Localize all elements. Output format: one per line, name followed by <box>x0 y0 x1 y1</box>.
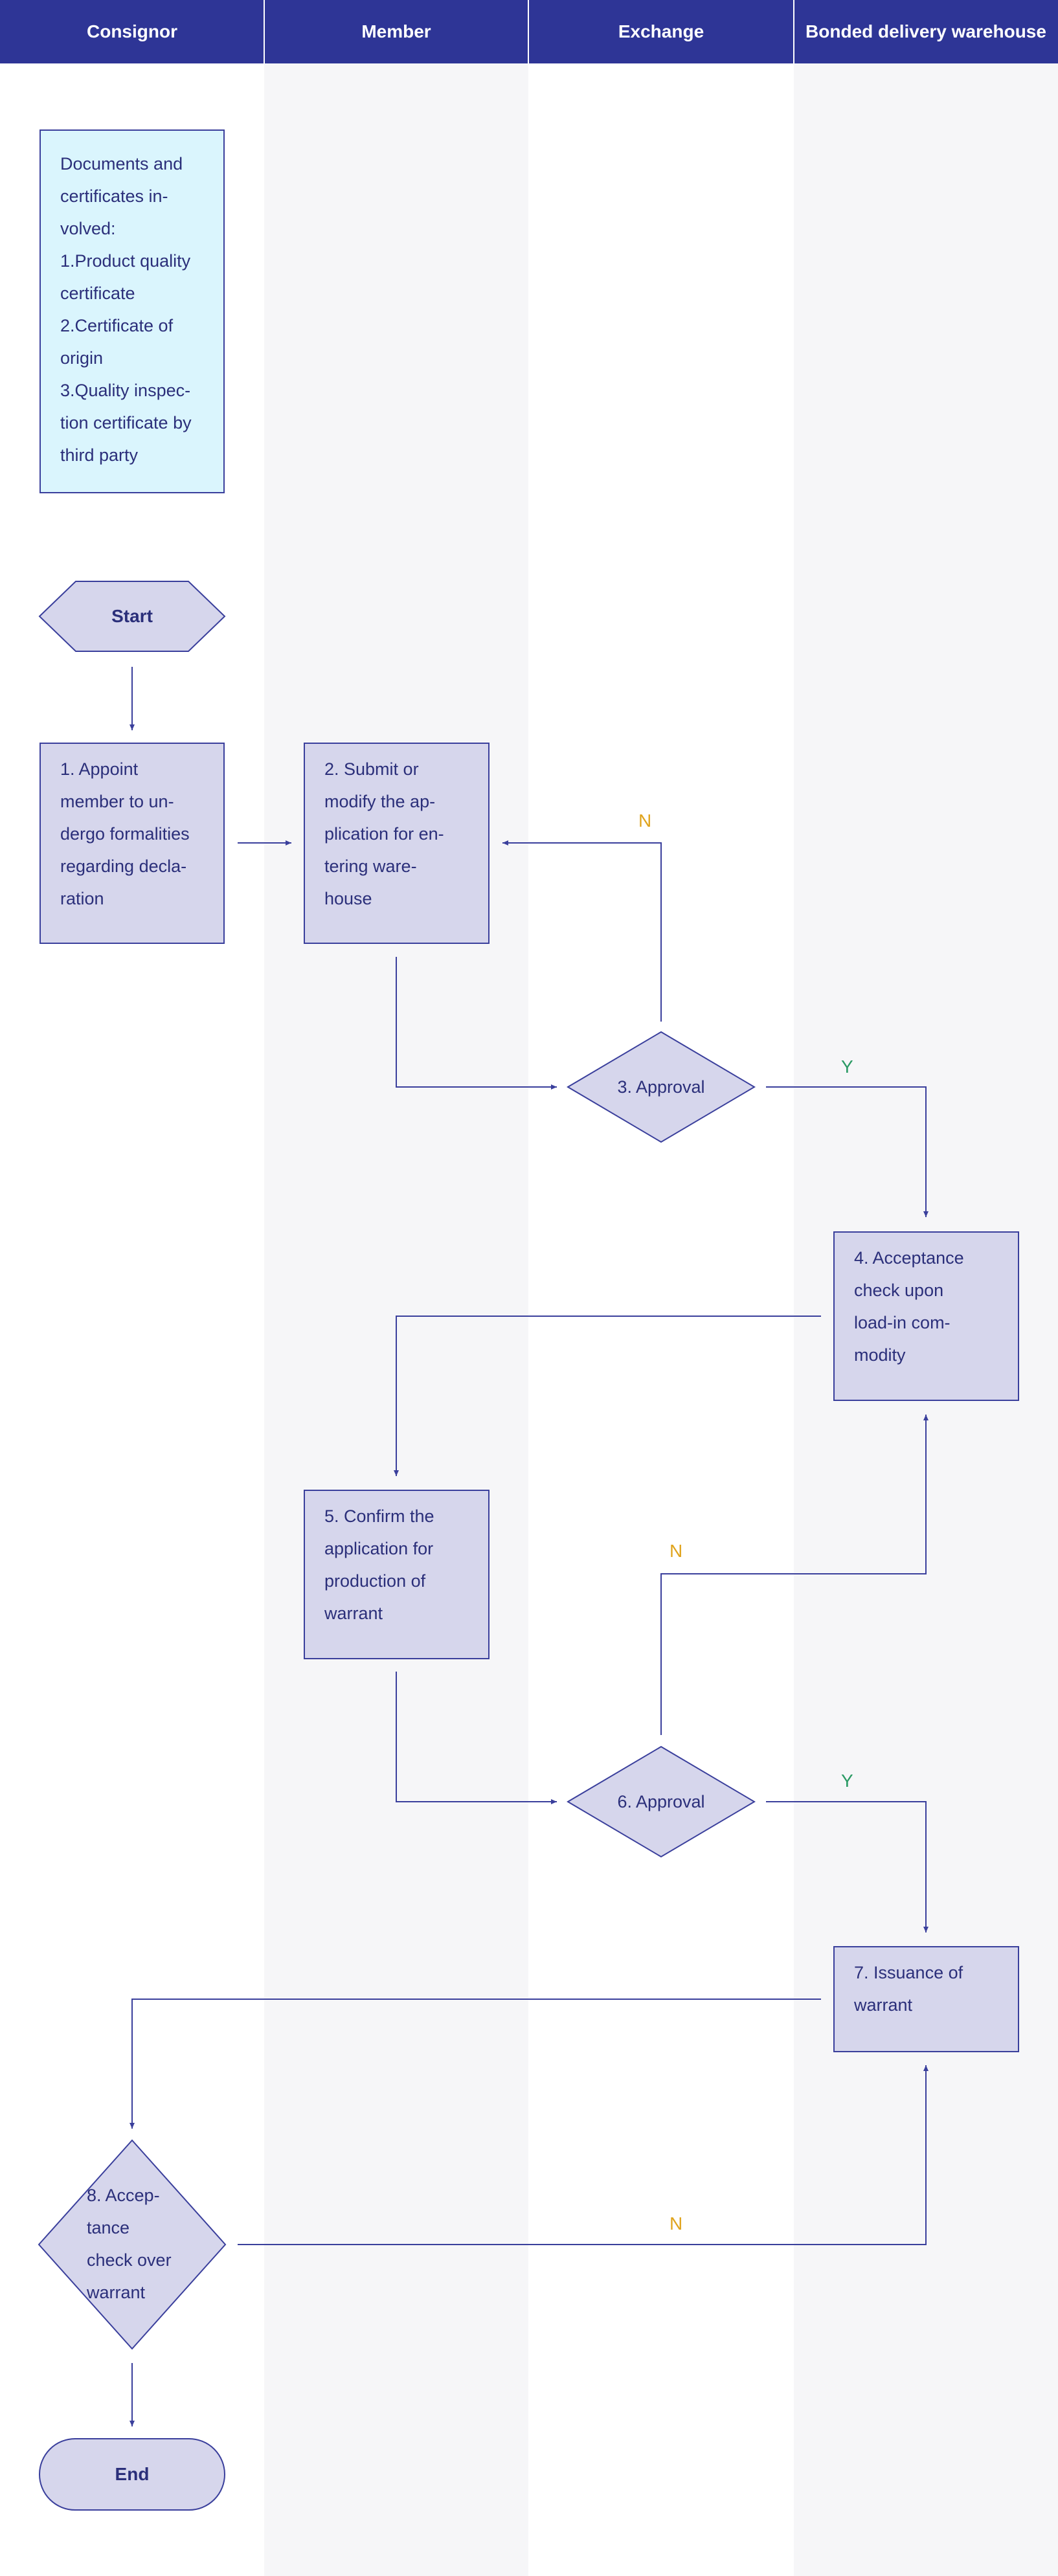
step-5-line: production of <box>324 1571 426 1591</box>
decision-6-shape <box>567 1745 756 1858</box>
connector-step2-to-decision3 <box>396 957 557 1090</box>
note-line: tion certificate by <box>60 413 192 432</box>
connector-decision3-yes-to-step4 <box>766 1086 929 1217</box>
connector-decision6-no-to-step4 <box>660 1415 929 1735</box>
step-2-line: plication for en- <box>324 824 444 844</box>
yes-label-decision-6: Y <box>841 1771 853 1791</box>
no-label-decision-6: N <box>670 1541 683 1561</box>
step-4-line: 4. Acceptance <box>854 1248 964 1268</box>
end-label: End <box>115 2464 150 2484</box>
note-line: 3.Quality inspec- <box>60 381 191 400</box>
step-5-line: warrant <box>324 1604 383 1623</box>
step-1-line: member to un- <box>60 792 174 811</box>
step-1-line: ration <box>60 889 104 908</box>
step-1-box: 1. Appoint member to un- dergo formaliti… <box>39 743 225 944</box>
step-4-line: load-in com- <box>854 1313 951 1332</box>
step-5-line: 5. Confirm the <box>324 1506 434 1526</box>
step-4-box: 4. Acceptance check upon load-in com- mo… <box>833 1231 1019 1401</box>
start-label: Start <box>111 606 153 626</box>
note-line: 2.Certificate of <box>60 316 174 335</box>
decision-3-shape <box>567 1031 756 1143</box>
lane-separator <box>264 0 265 63</box>
note-line: certificates in- <box>60 186 168 206</box>
documents-note: Documents and certificates in- volved: 1… <box>39 129 225 493</box>
step-2-box: 2. Submit or modify the ap- plication fo… <box>304 743 490 944</box>
end-shape <box>39 2438 225 2511</box>
connector-step5-to-decision6 <box>396 1672 557 1804</box>
step-5-line: application for <box>324 1539 434 1558</box>
note-line: origin <box>60 348 104 368</box>
step-4-line: check upon <box>854 1281 944 1300</box>
step-2-line: house <box>324 889 372 908</box>
start-shape <box>38 581 226 652</box>
lane-header-warehouse: Bonded delivery warehouse <box>794 0 1058 63</box>
decision-6-label: 6. Approval <box>617 1791 705 1811</box>
no-label-decision-8: N <box>670 2213 683 2234</box>
connector-decision3-no-to-step2 <box>502 840 662 1022</box>
lane-header-exchange: Exchange <box>528 0 794 63</box>
lane-separator <box>528 0 529 63</box>
yes-label-decision-3: Y <box>841 1057 853 1077</box>
step-2-line: modify the ap- <box>324 792 436 811</box>
step-7-line: warrant <box>854 1995 913 2015</box>
note-line: third party <box>60 445 139 465</box>
step-8-line: 8. Accep- <box>87 2186 160 2205</box>
note-line: certificate <box>60 284 135 303</box>
note-line: volved: <box>60 219 116 238</box>
no-label-decision-3: N <box>638 811 652 831</box>
step-1-line: regarding decla- <box>60 857 187 876</box>
lane-header-member: Member <box>264 0 528 63</box>
step-2-line: tering ware- <box>324 857 417 876</box>
step-1-line: dergo formalities <box>60 824 190 844</box>
step-7-line: 7. Issuance of <box>854 1963 963 1982</box>
step-5-box: 5. Confirm the application for productio… <box>304 1490 490 1659</box>
decision-8-label: 8. Accep- tance check over warrant <box>87 2179 190 2309</box>
connector-decision8-no-to-step7 <box>238 2065 929 2245</box>
decision-8-shape <box>38 2139 227 2350</box>
lane-header-consignor: Consignor <box>0 0 264 63</box>
step-8-line: warrant <box>87 2283 146 2302</box>
lane-separator <box>793 0 794 63</box>
step-4-line: modity <box>854 1345 906 1365</box>
step-8-line: tance <box>87 2218 130 2237</box>
connector-decision6-yes-to-step7 <box>766 1801 929 1932</box>
connector-step4-to-step5 <box>394 1316 821 1476</box>
step-2-line: 2. Submit or <box>324 759 419 779</box>
step-8-line: check over <box>87 2250 172 2270</box>
connector-step7-to-decision8 <box>129 1999 821 2129</box>
step-7-box: 7. Issuance of warrant <box>833 1946 1019 2052</box>
lane-bg-member <box>264 0 528 2576</box>
note-line: Documents and <box>60 154 183 174</box>
lane-bg-exchange <box>528 0 794 2576</box>
decision-3-label: 3. Approval <box>617 1077 705 1097</box>
note-line: 1.Product quality <box>60 251 191 271</box>
step-1-line: 1. Appoint <box>60 759 139 779</box>
